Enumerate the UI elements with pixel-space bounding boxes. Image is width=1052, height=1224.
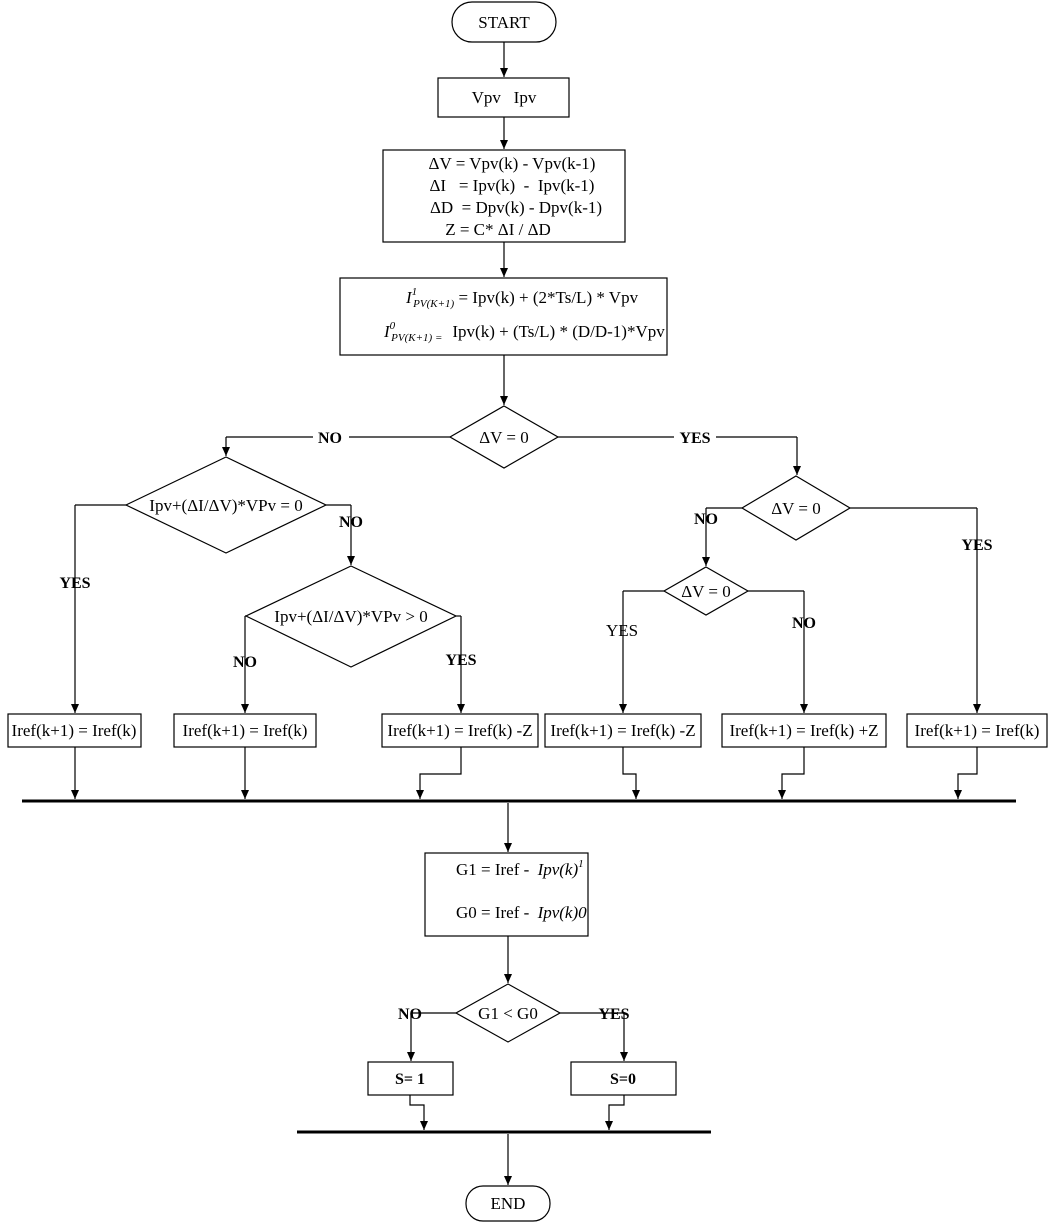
s0-box: S=0: [570, 1061, 677, 1096]
decision-right-2: ΔV = 0: [662, 566, 750, 616]
decision-cost: G1 < G0: [454, 983, 562, 1043]
action-4-label: Iref(k+1) = Iref(k) -Z: [550, 721, 695, 740]
delta-v-line: ΔV = Vpv(k) - Vpv(k-1): [429, 154, 596, 173]
decision-top-label: ΔV = 0: [479, 428, 529, 447]
g0-line: G0 = Iref - Ipv(k)0: [428, 903, 607, 922]
decision-right-1-label: ΔV = 0: [771, 499, 821, 518]
label-no-left-2: NO: [233, 654, 257, 671]
action-5-label: Iref(k+1) = Iref(k) +Z: [729, 721, 878, 740]
label-yes-left-1: YES: [59, 575, 90, 592]
label-no-left-1: NO: [339, 514, 363, 531]
delta-d-line: ΔD = Dpv(k) - Dpv(k-1): [430, 198, 602, 217]
decision-right-1: ΔV = 0: [740, 475, 852, 541]
label-no-right-2: NO: [792, 615, 816, 632]
start-label: START: [478, 13, 530, 32]
action-box-4: Iref(k+1) = Iref(k) -Z: [544, 713, 702, 748]
label-no-top: NO: [318, 430, 342, 447]
end-terminal: END: [465, 1185, 551, 1222]
input-box: Vpv Ipv: [437, 77, 570, 118]
decision-right-2-label: ΔV = 0: [681, 582, 731, 601]
label-yes-left-2: YES: [445, 652, 476, 669]
action-box-3: Iref(k+1) = Iref(k) -Z: [381, 713, 539, 748]
s0-label: S=0: [610, 1071, 636, 1088]
label-yes-top: YES: [679, 430, 710, 447]
action-1-label: Iref(k+1) = Iref(k): [12, 721, 137, 740]
g1-line: G1 = Iref - Ipv(k)1: [428, 854, 604, 879]
delta-box: ΔV = Vpv(k) - Vpv(k-1) ΔI = Ipv(k) - Ipv…: [382, 149, 626, 243]
delta-i-line: ΔI = Ipv(k) - Ipv(k-1): [430, 176, 595, 195]
action-box-6: Iref(k+1) = Iref(k): [906, 713, 1048, 748]
action-6-label: Iref(k+1) = Iref(k): [915, 721, 1040, 740]
decision-left-2: Ipv+(ΔI/ΔV)*VPv > 0: [244, 565, 458, 668]
action-3-label: Iref(k+1) = Iref(k) -Z: [387, 721, 532, 740]
action-box-2: Iref(k+1) = Iref(k): [173, 713, 317, 748]
input-label: Vpv Ipv: [472, 88, 537, 107]
s1-label: S= 1: [395, 1071, 425, 1088]
label-yes-right-1: YES: [961, 537, 992, 554]
decision-delta-v-top: ΔV = 0: [448, 405, 560, 469]
decision-cost-label: G1 < G0: [478, 1004, 538, 1023]
cost-box: G1 = Iref - Ipv(k)1 G0 = Iref - Ipv(k)0: [424, 852, 607, 937]
decision-left-1: Ipv+(ΔI/ΔV)*VPv = 0: [124, 456, 328, 554]
label-yes-right-2: YES: [606, 621, 638, 640]
action-box-5: Iref(k+1) = Iref(k) +Z: [721, 713, 887, 748]
s1-box: S= 1: [367, 1061, 454, 1096]
action-box-1: Iref(k+1) = Iref(k): [7, 713, 142, 748]
label-no-right-1: NO: [694, 511, 718, 528]
label-yes-cost: YES: [598, 1006, 629, 1023]
action-2-label: Iref(k+1) = Iref(k): [183, 721, 308, 740]
label-no-cost: NO: [398, 1006, 422, 1023]
end-label: END: [491, 1194, 526, 1213]
decision-left-1-label: Ipv+(ΔI/ΔV)*VPv = 0: [149, 496, 302, 515]
start-terminal: START: [451, 1, 557, 43]
decision-left-2-label: Ipv+(ΔI/ΔV)*VPv > 0: [274, 607, 427, 626]
z-line: Z = C* ΔI / ΔD: [445, 220, 551, 239]
